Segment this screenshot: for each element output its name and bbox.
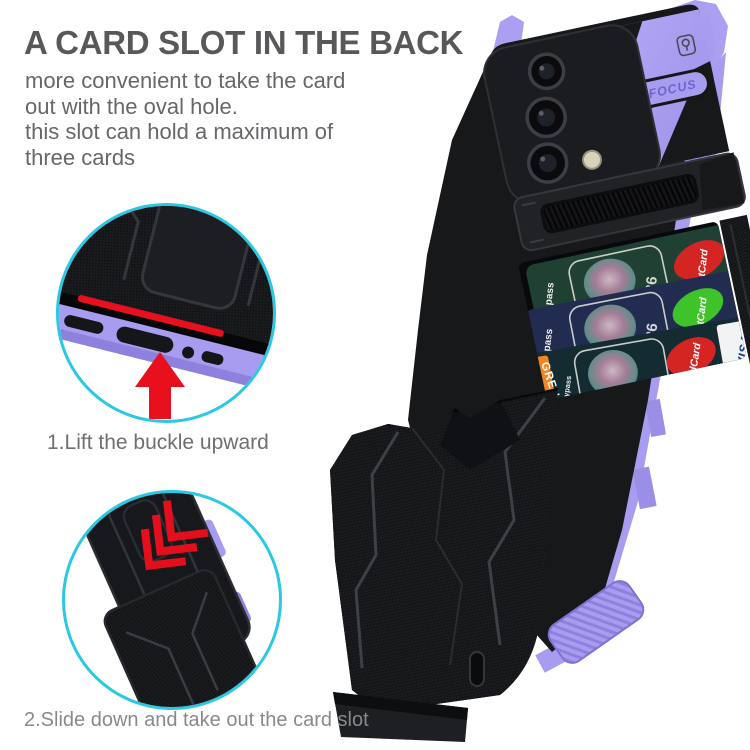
card-brand-label: dCard: [687, 342, 703, 374]
product-description: more convenient to take the card out wit…: [25, 68, 445, 170]
buckle-red-seam: [77, 295, 224, 337]
description-line: this slot can hold a maximum of: [25, 119, 334, 144]
step-1-caption: 1.Lift the buckle upward: [47, 431, 269, 454]
callout-buckle-detail: [56, 203, 276, 423]
card-brand-label: tCard: [694, 296, 709, 325]
description-line: more convenient to take the card: [25, 68, 346, 93]
page-title: A CARD SLOT IN THE BACK: [24, 24, 464, 61]
purple-grip: [547, 580, 645, 664]
callout-slide-detail: [62, 490, 282, 710]
kickstand-bar: [513, 152, 746, 252]
card-side-label: pass: [543, 282, 556, 306]
camera-flash-icon: [581, 149, 602, 170]
card-side-label: pass: [542, 328, 556, 352]
slide-arrows-icon: [140, 500, 209, 571]
brand-emblem-icon: [676, 34, 697, 57]
description-line: three cards: [25, 144, 136, 170]
step-2-caption: 2.Slide down and take out the card slot: [24, 709, 369, 731]
camera-lens-icon: [527, 52, 566, 91]
camera-module: [483, 24, 661, 204]
description-line: out with the oval hole.: [25, 93, 238, 119]
case-back-details: AUTOFOCUS: [483, 9, 750, 515]
card-side-label: ypass: [562, 375, 574, 397]
mini-slider: [103, 568, 277, 707]
card-brand-label: tCard: [696, 248, 711, 277]
camera-lens-icon: [526, 142, 569, 184]
lift-arrow-icon: [135, 352, 185, 419]
camera-lens-icon: [525, 96, 567, 139]
oval-hole: [469, 651, 485, 687]
card-slot-slider: [330, 388, 558, 742]
